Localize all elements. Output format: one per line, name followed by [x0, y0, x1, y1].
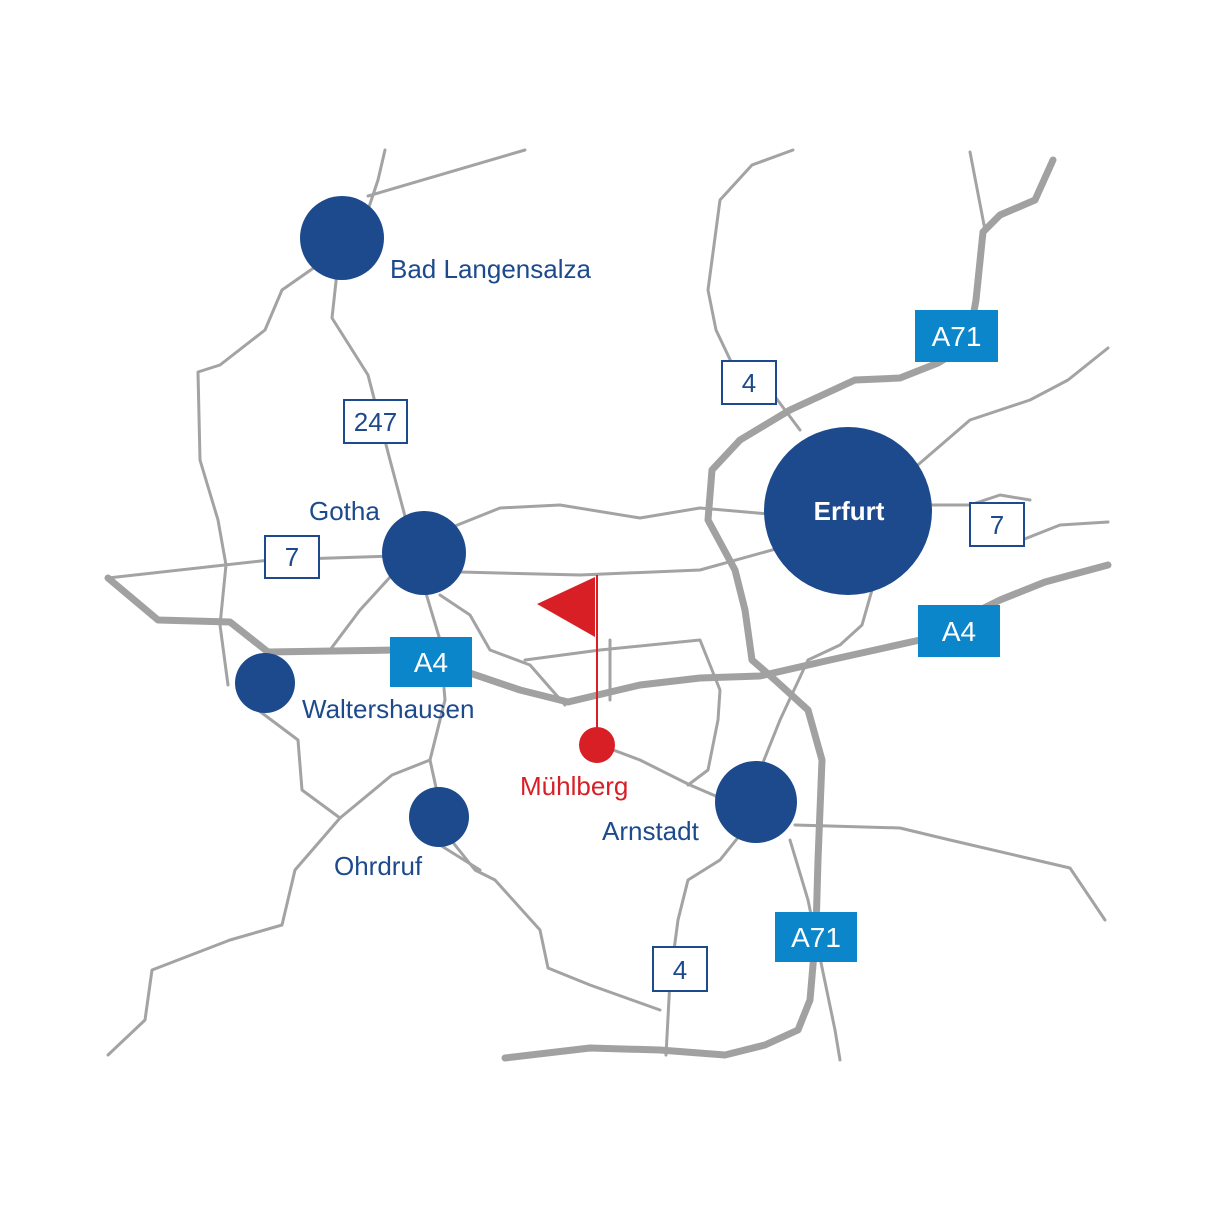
- road-b247: [330, 243, 408, 522]
- autobahn-shield-a71-north: A71: [915, 310, 998, 362]
- city-label-erfurt: Erfurt: [814, 496, 885, 526]
- destination-dot: [579, 727, 615, 763]
- road-mid-1: [523, 638, 722, 787]
- autobahn-shields: A4 A4 A71 A71: [390, 310, 1000, 962]
- road-gotha-sw: [328, 573, 394, 652]
- road-arnstadt-se: [788, 838, 842, 1062]
- road-shield-b247: 247: [343, 399, 408, 444]
- road-b7-west: [106, 554, 397, 580]
- destination-marker: Mühlberg: [520, 575, 628, 801]
- autobahn-shield-a4-west-label: A4: [414, 647, 448, 678]
- city-marker-erfurt: [764, 427, 932, 595]
- city-marker-arnstadt: [715, 761, 797, 843]
- road-shield-b4-south: 4: [652, 946, 708, 992]
- road-gotha-erfurt-north: [443, 503, 782, 532]
- autobahn-shield-a4-east-label: A4: [942, 616, 976, 647]
- flag-icon: [537, 577, 595, 637]
- city-label-arnstadt: Arnstadt: [602, 816, 700, 846]
- city-label-ohrdruf: Ohrdruf: [334, 851, 423, 881]
- road-arnstadt-east: [793, 823, 1107, 922]
- federal-road-shields: 247 7 7 4 4: [264, 360, 1025, 992]
- road-shield-b7-west: 7: [264, 535, 320, 579]
- road-b4-south: [664, 833, 742, 1057]
- road-erfurt-ne-2: [928, 493, 1032, 507]
- road-shield-b247-label: 247: [354, 407, 397, 437]
- autobahn-shield-a71-south: A71: [775, 912, 857, 962]
- road-shield-b4-north-label: 4: [742, 368, 756, 398]
- destination-label: Mühlberg: [520, 771, 628, 801]
- city-marker-bad-langensalza: [300, 196, 384, 280]
- road-shield-b7-east: 7: [969, 502, 1025, 547]
- road-n-langensalza: [366, 148, 387, 212]
- city-marker-gotha: [382, 511, 466, 595]
- road-shield-b7-west-label: 7: [285, 542, 299, 572]
- road-shield-b4-north: 4: [721, 360, 777, 405]
- road-b7-east: [1020, 520, 1110, 542]
- road-waltershausen-s: [256, 708, 432, 820]
- road-ne-langensalza: [366, 148, 527, 198]
- road-shield-b7-east-label: 7: [990, 510, 1004, 540]
- autobahn-shield-a71-north-label: A71: [932, 321, 982, 352]
- road-arnstadt-north: [760, 588, 874, 767]
- road-gotha-south: [423, 588, 447, 817]
- road-gotha-muehlberg: [438, 593, 567, 707]
- city-marker-ohrdruf: [409, 787, 469, 847]
- autobahn-shield-a4-west: A4: [390, 637, 472, 687]
- road-south-west: [106, 816, 342, 1057]
- road-muehlberg-arnstadt: [598, 743, 727, 802]
- autobahn-shield-a4-east: A4: [918, 605, 1000, 657]
- road-erfurt-ne-1: [910, 346, 1110, 472]
- autobahn-shield-a71-south-label: A71: [791, 922, 841, 953]
- road-gotha-erfurt-south: [458, 543, 792, 577]
- road-shield-b4-south-label: 4: [673, 955, 687, 985]
- road-langensalza-west: [196, 258, 327, 687]
- city-label-gotha: Gotha: [309, 496, 380, 526]
- road-a71-north-branch: [968, 150, 987, 232]
- city-marker-waltershausen: [235, 653, 295, 713]
- cities: [235, 196, 932, 847]
- city-label-waltershausen: Waltershausen: [302, 694, 474, 724]
- road-ohrdruf-sw: [438, 843, 482, 872]
- city-labels: Bad Langensalza Gotha Erfurt Waltershaus…: [302, 254, 885, 881]
- road-ohrdruf-south: [433, 818, 662, 1012]
- city-label-bad-langensalza: Bad Langensalza: [390, 254, 591, 284]
